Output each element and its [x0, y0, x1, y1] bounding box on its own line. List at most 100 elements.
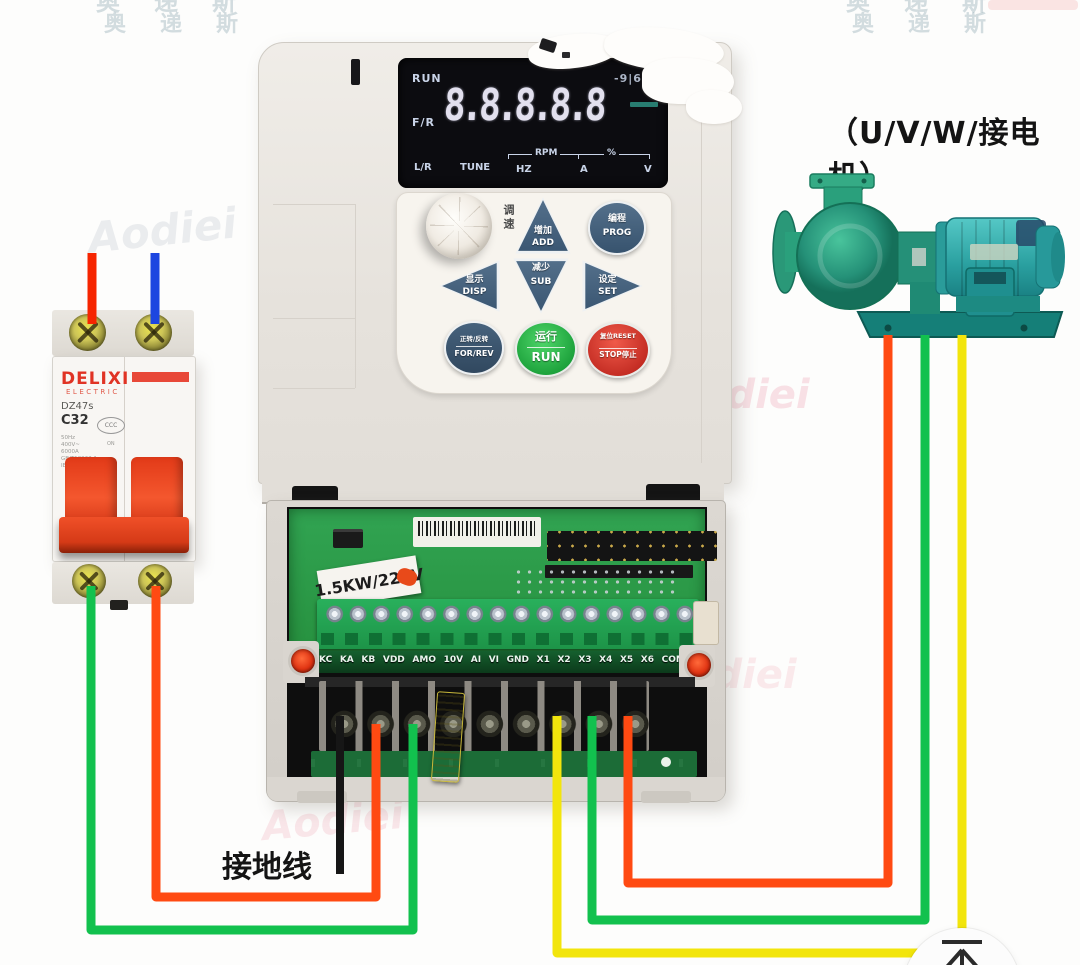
terminal-label: KB	[361, 655, 376, 665]
watermark-cn-top-right: 奥递斯	[852, 12, 1021, 37]
watermark-strip	[988, 0, 1078, 10]
pump-motor-unit	[772, 173, 1065, 338]
run-button-cn: 运行	[535, 330, 557, 344]
set-button-en: SET	[598, 287, 617, 298]
run-button[interactable]: 运行 RUN	[515, 321, 577, 377]
sub-button[interactable]: 减少 SUB	[511, 256, 571, 316]
barcode-sticker	[413, 517, 541, 547]
terminal-label: X1	[536, 655, 550, 665]
vfd-foot	[297, 791, 347, 803]
terminal-label: X3	[578, 655, 592, 665]
circuit-breaker: DELIXI ELECTRIC DZ47s C32 CCC 50Hz 400V~…	[48, 308, 198, 610]
wire-vfd-to-motor-yellow	[552, 335, 967, 958]
vfd-top-vent	[351, 59, 360, 85]
pump-head	[772, 173, 949, 314]
wire-vfd-to-motor-green	[587, 335, 930, 925]
watermark-cn-top-left-cut: 奥递斯	[96, 0, 270, 16]
prog-button[interactable]: 编程 PROG	[588, 201, 646, 255]
stop-button-cn: 复位RESET	[599, 332, 636, 341]
white-connector	[693, 601, 719, 645]
breaker-cert-logo: CCC	[97, 417, 125, 434]
breaker-on-mark: ON	[107, 441, 115, 447]
terminal-label: AI	[470, 655, 482, 665]
terminal-label: VI	[488, 655, 500, 665]
terminal-label: KA	[339, 655, 354, 665]
set-button-cn: 设定	[598, 274, 617, 285]
vfd-foot	[641, 791, 691, 803]
tact-switch[interactable]	[333, 529, 363, 548]
pcb-hole	[661, 757, 671, 767]
terminal-label: AMO	[412, 655, 436, 665]
add-button-en: ADD	[532, 238, 554, 249]
vfd-cover-slot	[646, 484, 700, 504]
terminal-labels: KC KA KB VDD AMO 10V AI VI GND X1 X2 X3 …	[319, 655, 685, 665]
breaker-red-stripe	[132, 372, 189, 382]
vfd-side-seam	[273, 204, 355, 205]
vfd-side-seam	[355, 204, 356, 388]
red-panel-screw	[687, 653, 711, 677]
display-rpm-label: RPM	[532, 148, 561, 158]
sub-button-cn: 减少	[531, 263, 550, 274]
display-unit-bracket: RPM %	[508, 148, 650, 161]
disp-button-en: DISP	[462, 287, 487, 298]
speed-knob[interactable]	[426, 193, 492, 259]
disp-button-cn: 显示	[465, 274, 484, 285]
add-button[interactable]: 增加 ADD	[513, 196, 573, 256]
breaker-brand-sub: ELECTRIC	[66, 388, 120, 396]
display-v-label: V	[644, 164, 652, 175]
speed-knob-label: 调速	[502, 204, 515, 232]
whiteout-smudge	[686, 90, 742, 124]
add-button-cn: 增加	[533, 226, 552, 237]
pin-header-connector	[547, 531, 717, 561]
terminal-label: X2	[557, 655, 571, 665]
forrev-button[interactable]: 正转/反转 FOR/REV	[444, 321, 504, 375]
display-run-indicator: RUN	[412, 72, 442, 85]
terminal-label: X5	[619, 655, 634, 665]
prog-button-en: PROG	[602, 228, 632, 238]
disp-button[interactable]: 显示 DISP	[438, 258, 502, 314]
terminal-label: X6	[640, 655, 654, 665]
terminal-holes-row	[321, 633, 695, 645]
display-lr-label: L/R	[414, 162, 432, 173]
terminal-label: VDD	[382, 655, 405, 665]
forrev-button-cn: 正转/反转	[459, 335, 489, 343]
terminal-screws-row	[321, 603, 695, 625]
display-erased-mark: -9|6	[614, 72, 642, 85]
display-fr-indicator: F/R	[412, 116, 436, 129]
watermark-cn-top-right-cut: 奥递斯	[846, 0, 1020, 16]
stop-reset-button[interactable]: 复位RESET STOP停止	[586, 322, 650, 378]
wire-vfd-to-motor-orange	[623, 335, 893, 888]
terminal-label: 10V	[443, 655, 464, 665]
stop-button-en: STOP停止	[599, 350, 637, 360]
breaker-handle-crossbar[interactable]	[59, 517, 189, 553]
wire-breaker-to-vfd-orange	[151, 586, 381, 902]
vfd-display: RUN F/R -9|6 8.8.8.8.8 RPM % L/R TUNE HZ…	[398, 58, 668, 188]
display-pct-label: %	[604, 148, 620, 158]
forrev-button-en: FOR/REV	[454, 349, 494, 358]
terminal-label: GND	[506, 655, 530, 665]
terminal-label: KC	[319, 655, 333, 665]
display-tune-label: TUNE	[460, 162, 491, 173]
breaker-brand: DELIXI	[61, 369, 130, 389]
vfd-side-seam	[273, 318, 355, 319]
set-button[interactable]: 设定 SET	[580, 258, 644, 314]
back-to-top-icon	[942, 940, 982, 965]
breaker-pole-seam	[124, 357, 125, 561]
terminal-label: COM	[661, 655, 685, 665]
display-hz-label: HZ	[516, 164, 532, 175]
erased-logo-mark	[562, 52, 570, 58]
sub-button-en: SUB	[530, 276, 552, 287]
wire-breaker-to-vfd-green	[86, 586, 418, 935]
ground-wire-label: 接地线	[222, 850, 312, 885]
run-button-en: RUN	[531, 350, 561, 365]
vfd-side-seam	[273, 388, 355, 389]
display-teal-mark	[630, 102, 658, 107]
power-terminal-screws	[326, 709, 656, 737]
display-a-label: A	[580, 164, 588, 175]
breaker-model: DZ47s	[61, 401, 94, 412]
terminal-label-strip	[301, 651, 701, 673]
prog-button-cn: 编程	[607, 214, 626, 224]
watermark-cn-top-left: 奥递斯	[104, 12, 273, 37]
red-panel-screw	[291, 649, 315, 673]
